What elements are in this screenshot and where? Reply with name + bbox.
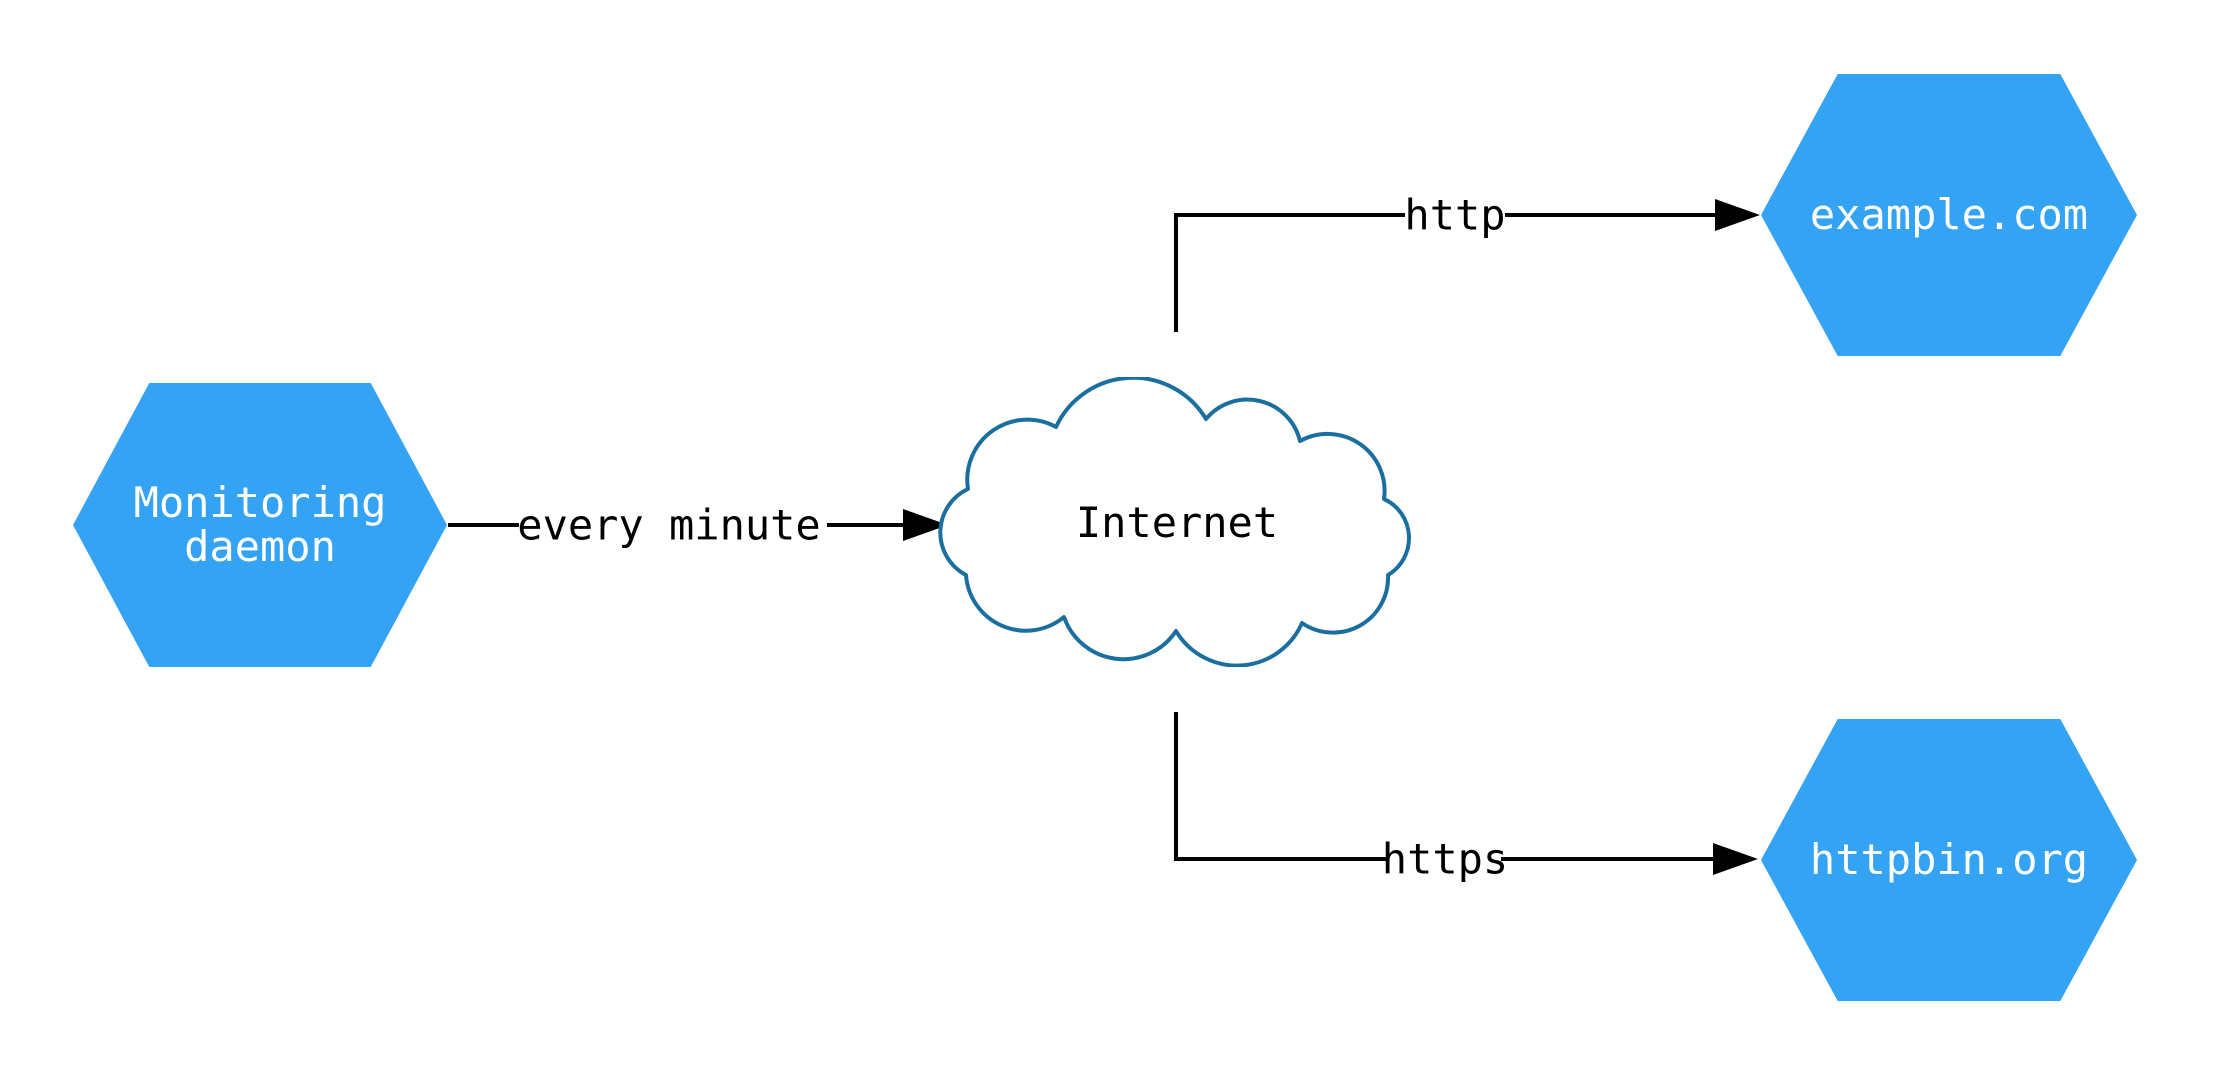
internet-cloud-icon xyxy=(938,377,1411,667)
edge-http-label: http xyxy=(1404,190,1506,240)
edge-https-line-start xyxy=(1174,857,1389,861)
node-httpbin-org-label: httpbin.org xyxy=(1809,834,2089,884)
node-monitoring-daemon-label-line1: Monitoring xyxy=(133,477,387,527)
node-monitoring-daemon-label: Monitoring daemon xyxy=(133,477,387,571)
http-arrowhead-icon xyxy=(1715,199,1760,231)
edge-every-minute-line-end xyxy=(827,523,905,527)
node-internet xyxy=(938,377,1416,667)
https-arrowhead-icon xyxy=(1713,843,1758,875)
node-monitoring-daemon-label-line2: daemon xyxy=(184,522,336,571)
node-example-com: example.com xyxy=(1761,74,2137,356)
node-internet-label: Internet xyxy=(1075,497,1279,547)
edge-http-line-vertical xyxy=(1174,213,1178,332)
node-example-com-label: example.com xyxy=(1809,189,2089,239)
edge-http-line-end xyxy=(1505,213,1715,217)
edge-https-label: https xyxy=(1381,834,1509,884)
edge-every-minute-line-start xyxy=(448,523,519,527)
edge-https-line-vertical xyxy=(1174,712,1178,861)
node-httpbin-org: httpbin.org xyxy=(1761,719,2137,1001)
edge-https-line-end xyxy=(1501,857,1713,861)
edge-http-line-start xyxy=(1174,213,1405,217)
edge-every-minute-label: every minute xyxy=(517,500,821,550)
node-monitoring-daemon: Monitoring daemon xyxy=(73,383,447,667)
